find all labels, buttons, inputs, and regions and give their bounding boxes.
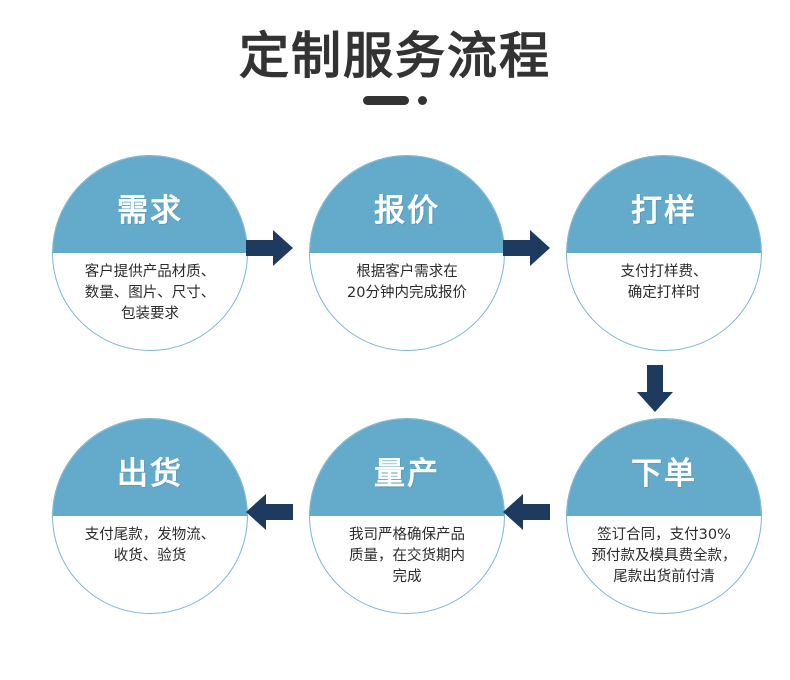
step-node-1-body: 客户提供产品材质、 数量、图片、尺寸、 包装要求 bbox=[53, 253, 247, 350]
step-node-3-header: 打样 bbox=[567, 156, 761, 253]
step-node-5-description: 我司严格确保产品 质量，在交货期内 完成 bbox=[349, 527, 465, 586]
step-node-6-description: 支付尾款，发物流、 收货、验货 bbox=[84, 527, 216, 565]
step-node-2-title: 报价 bbox=[374, 193, 440, 229]
step-node-6-header: 出货 bbox=[53, 419, 247, 516]
step-node-3-description: 支付打样费、 确定打样时 bbox=[620, 264, 708, 302]
arrow-right-icon-2 bbox=[503, 228, 551, 268]
step-node-5-header: 量产 bbox=[310, 419, 504, 516]
step-node-5-body: 我司严格确保产品 质量，在交货期内 完成 bbox=[310, 516, 504, 613]
step-node-5[interactable]: 量产 我司严格确保产品 质量，在交货期内 完成 bbox=[309, 418, 505, 614]
dash-icon bbox=[363, 96, 409, 105]
step-node-2[interactable]: 报价 根据客户需求在 20分钟内完成报价 bbox=[309, 155, 505, 351]
step-node-3-body: 支付打样费、 确定打样时 bbox=[567, 253, 761, 350]
arrow-left-icon-1 bbox=[503, 492, 551, 532]
dot-icon bbox=[418, 96, 427, 105]
arrow-down-icon-1 bbox=[635, 365, 675, 413]
step-node-6-body: 支付尾款，发物流、 收货、验货 bbox=[53, 516, 247, 613]
step-node-1[interactable]: 需求 客户提供产品材质、 数量、图片、尺寸、 包装要求 bbox=[52, 155, 248, 351]
page-title: 定制服务流程 bbox=[239, 27, 551, 85]
title-decoration bbox=[0, 96, 790, 106]
step-node-6-title: 出货 bbox=[117, 456, 183, 492]
arrow-left-icon-2 bbox=[246, 492, 294, 532]
step-node-4-header: 下单 bbox=[567, 419, 761, 516]
step-node-2-description: 根据客户需求在 20分钟内完成报价 bbox=[347, 264, 467, 302]
page-title-block: 定制服务流程 bbox=[0, 27, 790, 106]
step-node-4-description: 签订合同，支付30% 预付款及模具费全款， 尾款出货前付清 bbox=[591, 527, 737, 586]
step-node-3-title: 打样 bbox=[631, 193, 697, 229]
step-node-2-body: 根据客户需求在 20分钟内完成报价 bbox=[310, 253, 504, 350]
step-node-4[interactable]: 下单 签订合同，支付30% 预付款及模具费全款， 尾款出货前付清 bbox=[566, 418, 762, 614]
step-node-4-title: 下单 bbox=[631, 456, 697, 492]
step-node-6[interactable]: 出货 支付尾款，发物流、 收货、验货 bbox=[52, 418, 248, 614]
arrow-right-icon-1 bbox=[246, 228, 294, 268]
step-node-2-header: 报价 bbox=[310, 156, 504, 253]
step-node-1-description: 客户提供产品材质、 数量、图片、尺寸、 包装要求 bbox=[84, 264, 216, 323]
step-node-3[interactable]: 打样 支付打样费、 确定打样时 bbox=[566, 155, 762, 351]
step-node-4-body: 签订合同，支付30% 预付款及模具费全款， 尾款出货前付清 bbox=[567, 516, 761, 613]
step-node-1-header: 需求 bbox=[53, 156, 247, 253]
step-node-1-title: 需求 bbox=[117, 193, 183, 229]
step-node-5-title: 量产 bbox=[374, 456, 440, 492]
